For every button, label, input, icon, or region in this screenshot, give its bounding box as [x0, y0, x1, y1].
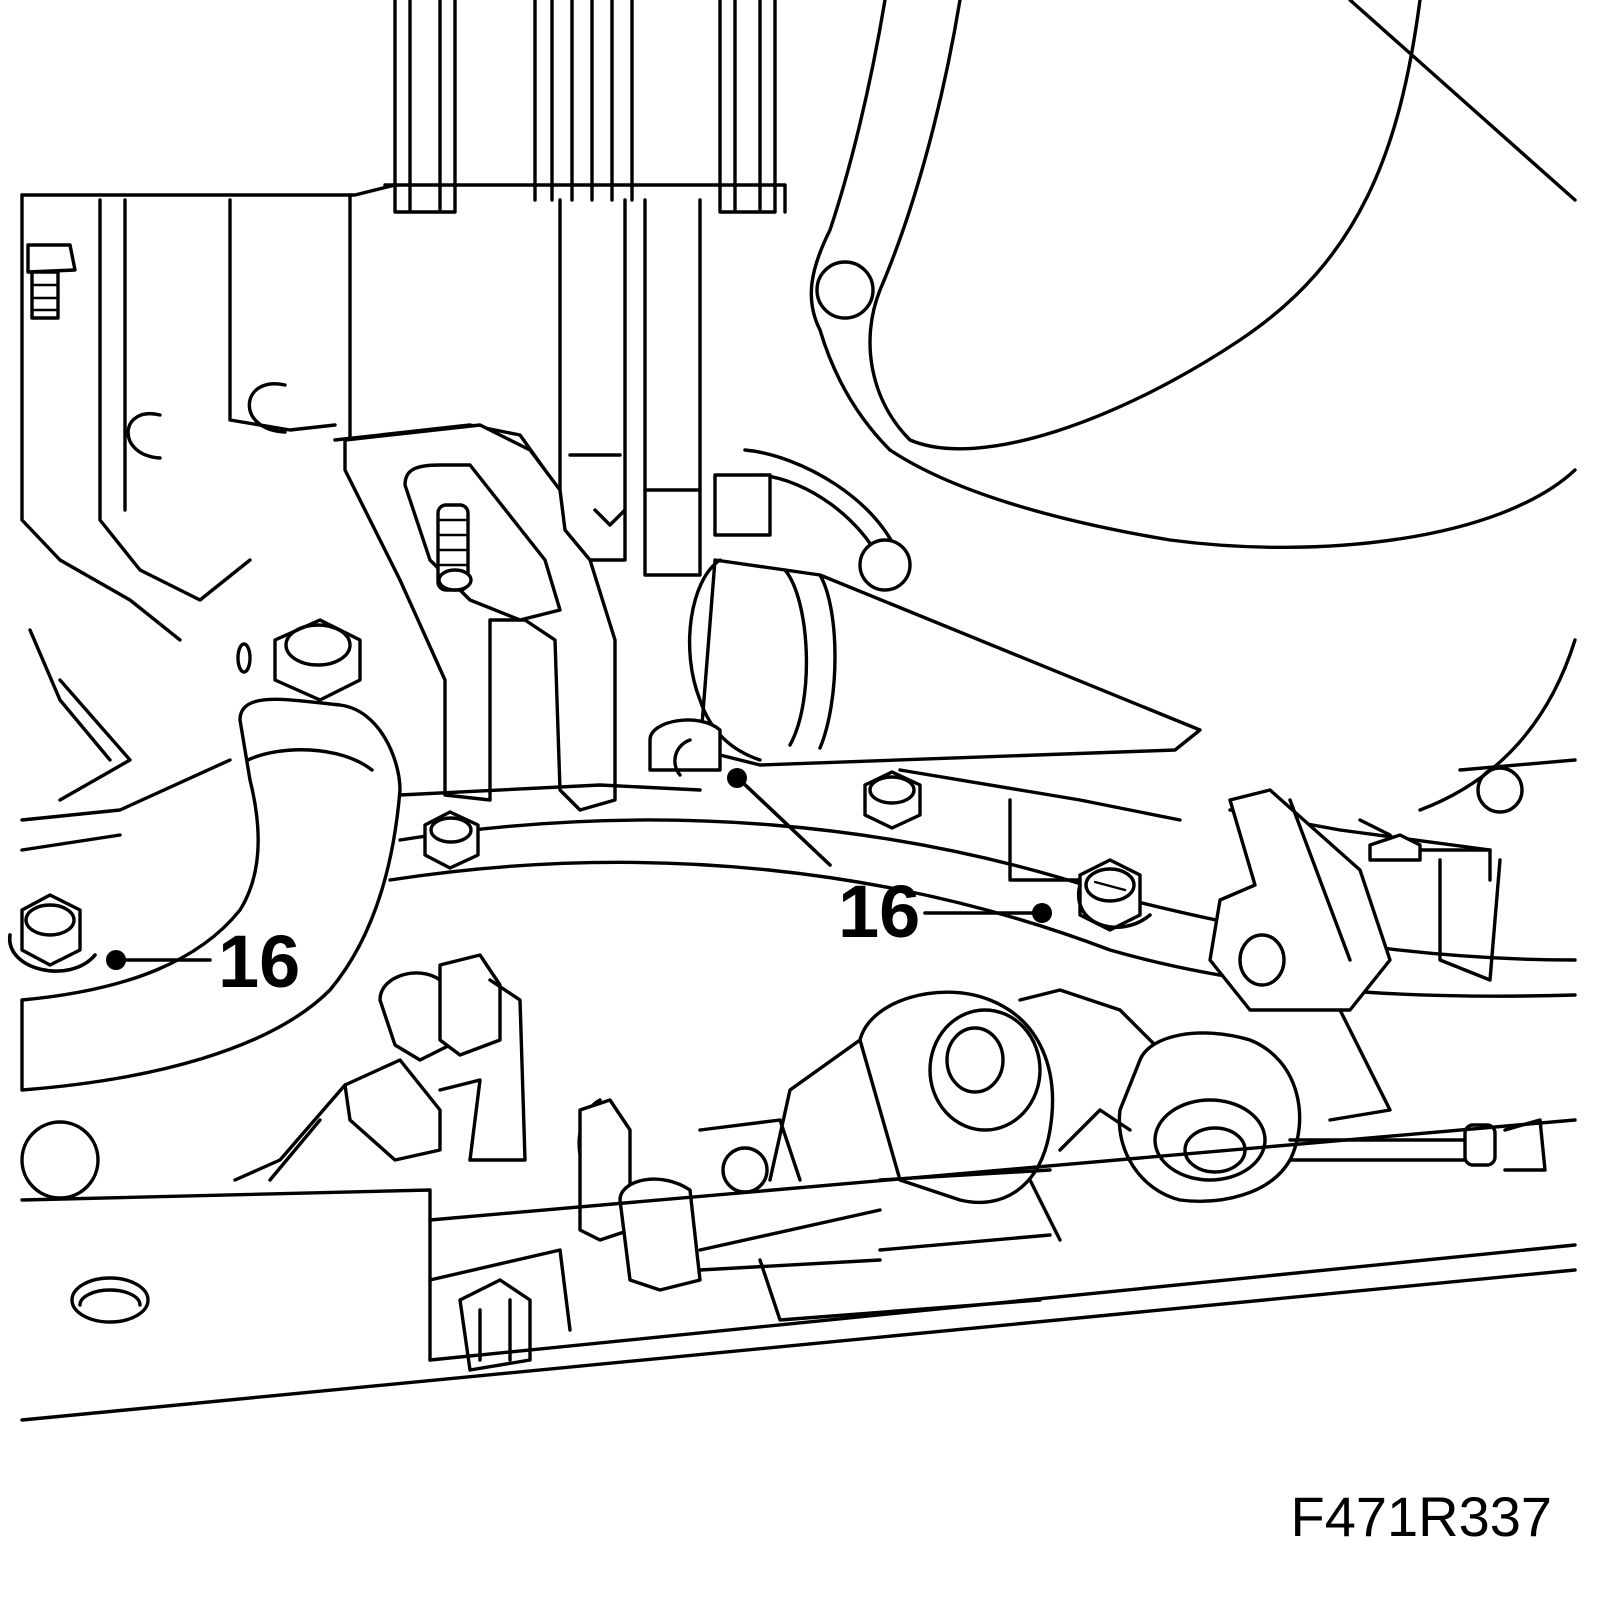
- figure-id: F471R337: [1290, 1485, 1552, 1548]
- bolt-2: [423, 810, 480, 870]
- round-cover: [809, 0, 1577, 812]
- bottom-rail: [20, 1118, 1577, 1422]
- callout-leaders: [8, 768, 1152, 973]
- linkage-arm: [343, 423, 617, 812]
- leader-dot-center: [727, 768, 747, 788]
- bottom-plate: [20, 1120, 572, 1372]
- torque-arrow-left: [8, 933, 97, 973]
- hose-left: [20, 697, 402, 1092]
- callout-label-center: 16: [838, 870, 920, 953]
- callout-label-left: 16: [218, 920, 300, 1003]
- leader-left: [106, 950, 212, 970]
- lower-left-pipe: [233, 953, 527, 1182]
- bolt-top-left: [26, 243, 77, 320]
- bolt-1: [273, 618, 362, 702]
- drawing-linework: [20, 0, 1577, 1422]
- torque-arrow-right: [1076, 883, 1152, 930]
- bolt-6: [648, 718, 722, 777]
- right-bracket: [1208, 758, 1577, 1122]
- leader-dot-left: [106, 950, 126, 970]
- pump-assembly: [577, 988, 1547, 1322]
- bolt-flange: [713, 448, 912, 592]
- leader-right: [923, 903, 1052, 923]
- hose-right: [687, 558, 1202, 767]
- callout-labels: 16 16: [218, 870, 920, 1003]
- bolt-5: [20, 893, 82, 967]
- bolt-4: [1078, 858, 1142, 932]
- leader-dot-right: [1032, 903, 1052, 923]
- bolt-3: [863, 770, 922, 830]
- bolt-7: [1368, 833, 1422, 862]
- pipe-block: [383, 0, 787, 577]
- bolts: [20, 618, 1422, 967]
- leader-center: [727, 768, 832, 867]
